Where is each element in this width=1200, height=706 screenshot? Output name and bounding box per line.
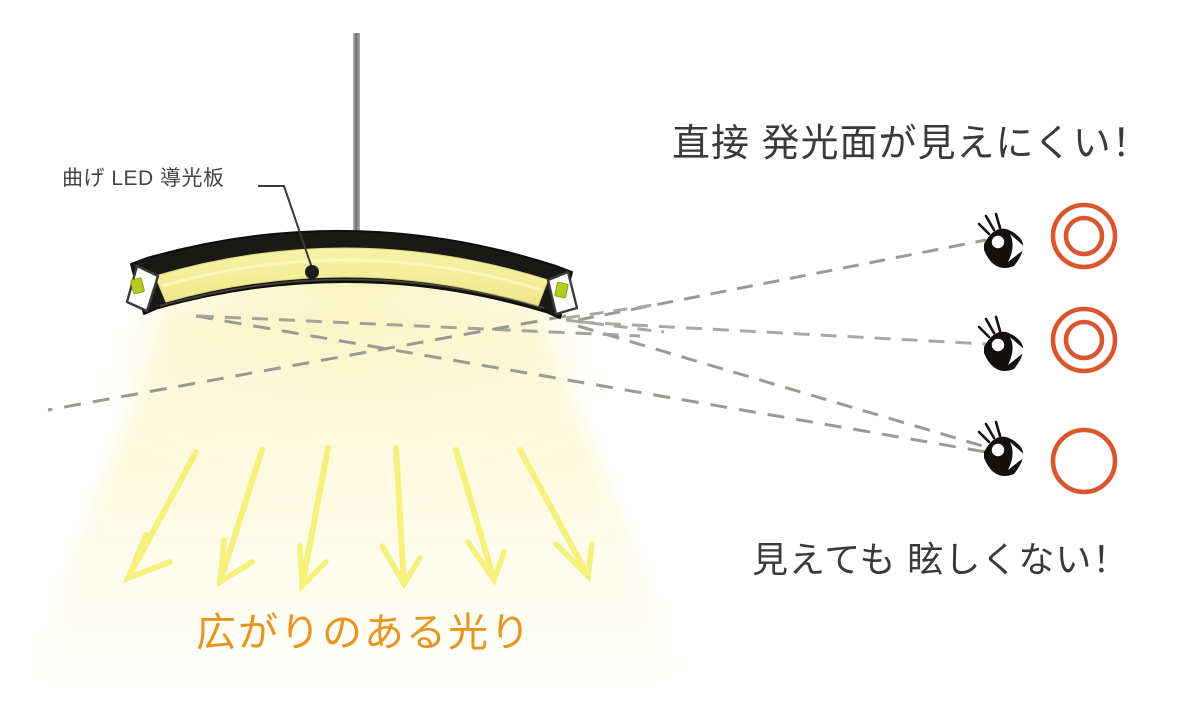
curved-led-panel — [125, 229, 579, 319]
eyelash-strokes — [977, 315, 1002, 339]
sight-line-tail-b — [565, 318, 665, 334]
eyelash-strokes — [977, 420, 1002, 444]
led-module-left — [125, 264, 160, 313]
observer-bottom — [977, 420, 1118, 495]
light-glow-cone — [16, 250, 700, 706]
eyelash-strokes — [977, 212, 1002, 236]
sight-line-left-end-long — [195, 314, 987, 454]
light-ray-arrows — [122, 445, 595, 593]
led-chip-right — [554, 281, 569, 299]
light-ray-arrow — [216, 447, 265, 588]
sight-line-tail-a — [565, 302, 661, 320]
caption-spread-light: 広がりのある光り — [196, 611, 532, 655]
guide-plate-label: 曲げ LED 導光板 — [62, 167, 225, 190]
led-chip-left — [130, 277, 145, 295]
light-ray-arrow — [122, 449, 199, 583]
light-ray-arrow — [297, 445, 331, 593]
eye-icon — [977, 420, 1026, 476]
single-circle-icon — [1050, 427, 1118, 495]
sight-line-left-end-upper — [197, 314, 641, 338]
led-module-right — [546, 270, 579, 316]
eye-icon — [977, 315, 1026, 371]
eye-icon — [977, 212, 1026, 268]
light-ray-arrow — [517, 447, 595, 582]
leader-dot — [305, 265, 319, 279]
headline-direct-emitting-surface: 直接 発光面が見えにくい！ — [672, 123, 1151, 165]
light-ray-arrow — [379, 445, 423, 590]
headline-not-glaring: 見えても 眩しくない！ — [752, 539, 1130, 580]
double-circle-icon — [1050, 306, 1118, 374]
sight-line-to-bottom-observer — [577, 324, 987, 449]
guide-plate-leader-line — [258, 185, 319, 279]
observer-top — [977, 202, 1118, 270]
light-ray-arrow — [453, 447, 507, 587]
double-circle-icon — [1050, 202, 1118, 270]
sight-line-right-end-crossing — [47, 314, 567, 412]
sight-line-to-middle-observer — [577, 320, 987, 346]
observer-middle — [977, 306, 1118, 374]
suspension-rod — [353, 33, 360, 265]
sight-lines-group — [47, 238, 987, 454]
